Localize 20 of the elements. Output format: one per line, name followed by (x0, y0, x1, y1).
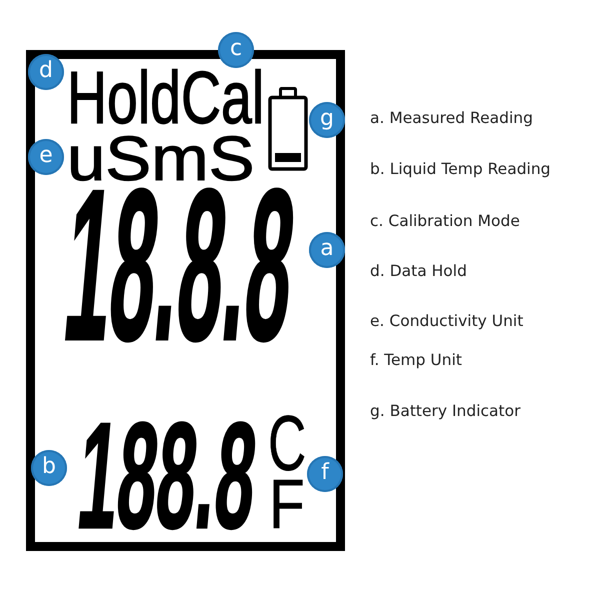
key-text: a. Measured Reading (370, 108, 533, 128)
callout-circle: e (28, 139, 64, 175)
unit-indicator-text: C (268, 414, 306, 472)
unit-indicator-text: uSmS (67, 136, 255, 183)
unit-indicator-text: F (269, 478, 305, 530)
callout-circle: a (309, 232, 345, 268)
callout-circle: f (307, 456, 343, 492)
key-text: c. Calibration Mode (370, 211, 520, 231)
callout-circle: g (309, 102, 345, 138)
key-text: e. Conductivity Unit (370, 311, 524, 331)
key-text: g. Battery Indicator (370, 401, 520, 421)
callout-circle: d (28, 54, 64, 90)
key-text: d. Data Hold (370, 261, 467, 281)
key-text: b. Liquid Temp Reading (370, 159, 551, 179)
digit-readout: 18.8.8 (60, 184, 300, 346)
key-text: f. Temp Unit (370, 350, 462, 370)
digit-readout: 188.8 (74, 422, 260, 536)
callout-circle: c (218, 32, 254, 68)
callout-circle: b (31, 450, 67, 486)
mode-indicator-text: HoldCal (67, 70, 264, 126)
